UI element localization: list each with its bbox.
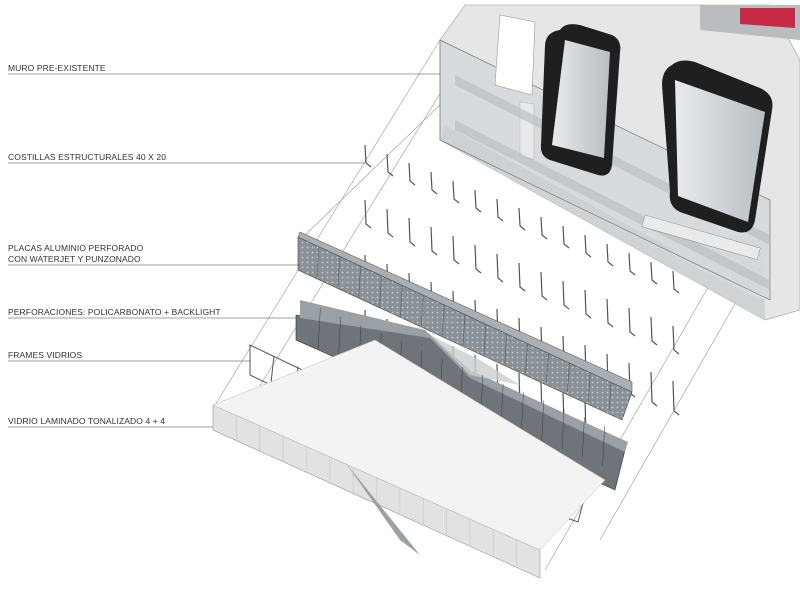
structural-rib [540, 271, 548, 301]
structural-rib [606, 243, 614, 267]
structural-rib [584, 234, 592, 258]
perforated-aluminium-plates [297, 231, 633, 421]
label-frames-vidrios: FRAMES VIDRIOS [8, 350, 83, 360]
polycarbonate-joint [582, 417, 585, 458]
structural-rib [672, 325, 680, 355]
structural-rib [628, 252, 636, 276]
plate-joint [504, 333, 508, 364]
structural-rib [408, 162, 416, 186]
polycarbonate-joint [561, 408, 565, 449]
structural-rib [364, 144, 372, 168]
polycarbonate-joint [338, 316, 341, 357]
laminated-glass-slab [212, 339, 606, 579]
structural-rib [496, 198, 504, 222]
polycarbonate-joint [602, 425, 605, 466]
structural-rib [386, 153, 394, 177]
structural-rib [672, 380, 680, 416]
structural-rib [650, 316, 658, 346]
plate-joint [525, 343, 528, 374]
structural-rib [562, 225, 570, 249]
polycarbonate-joint [541, 400, 544, 441]
label-muro-pre-existente: MURO PRE-EXISTENTE [8, 63, 106, 73]
label-placas-line-2: CON WATERJET Y PUNZONADO [8, 254, 141, 264]
label-placas-aluminio: PLACAS ALUMINIO PERFORADO CON WATERJET Y… [8, 243, 143, 265]
structural-rib [540, 216, 548, 240]
structural-rib [518, 262, 526, 292]
structural-rib [628, 307, 636, 337]
plate-joint [337, 256, 341, 289]
structural-rib [672, 270, 680, 294]
glass-frame-mullion [270, 355, 275, 384]
plate-joint [462, 314, 466, 346]
label-placas-line-1: PLACAS ALUMINIO PERFORADO [8, 243, 144, 253]
structural-rib [408, 217, 416, 247]
structural-rib [364, 199, 372, 229]
structural-rib [430, 171, 438, 195]
label-perforaciones: PERFORACIONES: POLICARBONATO + BACKLIGHT [8, 307, 221, 317]
structural-rib [518, 207, 526, 231]
structural-rib [474, 189, 482, 213]
label-costillas-estructurales: COSTILLAS ESTRUCTURALES 40 X 20 [8, 152, 167, 162]
polycarbonate-joint [318, 308, 321, 349]
structural-rib [452, 180, 460, 204]
structural-rib [474, 244, 482, 274]
structural-rib [650, 371, 658, 407]
structural-rib [386, 208, 394, 238]
structural-rib [584, 289, 592, 319]
plate-joint [567, 362, 570, 392]
structural-rib [650, 261, 658, 285]
leader-lines [8, 73, 440, 428]
wall-openings [494, 14, 773, 260]
polycarbonate-joint [521, 392, 524, 433]
plate-joint [379, 275, 382, 308]
plate-joint [400, 285, 403, 317]
label-vidrio-laminado: VIDRIO LAMINADO TONALIZADO 4 + 4 [8, 416, 166, 426]
structural-rib [562, 280, 570, 310]
plate-joint [420, 295, 424, 327]
structural-rib [496, 253, 504, 283]
plate-joint [483, 324, 487, 355]
plate-joint [316, 246, 320, 280]
plate-joint [441, 304, 445, 336]
structural-rib [430, 226, 438, 256]
plate-joint [608, 382, 612, 411]
plate-joint [358, 266, 361, 299]
structural-rib [606, 298, 614, 328]
structural-rib [452, 235, 460, 265]
plate-joint [587, 372, 591, 402]
plate-joint [546, 353, 549, 383]
